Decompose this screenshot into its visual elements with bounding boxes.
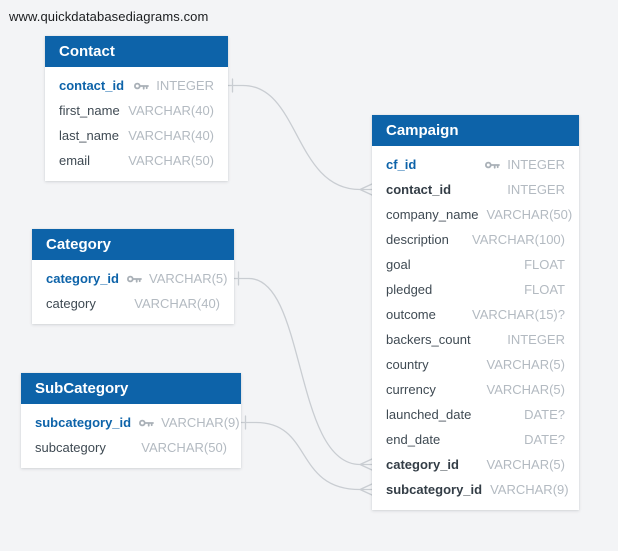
field-row: country VARCHAR(5) — [372, 352, 579, 377]
relationship-line — [240, 415, 373, 496]
field-type: VARCHAR(100) — [472, 232, 565, 247]
field-row: category_id VARCHAR(5) — [32, 266, 234, 291]
field-name: cf_id — [386, 157, 417, 172]
relationship-line — [227, 78, 373, 196]
key-icon — [126, 275, 142, 283]
field-type: VARCHAR(5) — [486, 457, 566, 472]
field-row: subcategory_id VARCHAR(9) — [372, 477, 579, 502]
field-type: FLOAT — [524, 282, 565, 297]
key-icon — [139, 419, 154, 427]
field-row: contact_id INTEGER — [45, 73, 228, 98]
field-type: INTEGER — [507, 332, 565, 347]
table-body: category_id VARCHAR(5) category VARCHAR(40) — [32, 260, 234, 324]
field-type: INTEGER — [156, 78, 214, 93]
field-name: subcategory — [35, 440, 106, 455]
field-name: currency — [386, 382, 436, 397]
relationship-line — [233, 271, 373, 471]
field-name: contact_id — [386, 182, 452, 197]
field-row: first_name VARCHAR(40) — [45, 98, 228, 123]
field-type: DATE? — [524, 407, 565, 422]
key-icon — [134, 82, 150, 90]
field-name: launched_date — [386, 407, 472, 422]
field-name: subcategory_id — [35, 415, 132, 430]
table-title: Campaign — [386, 122, 459, 139]
field-type: VARCHAR(40) — [128, 128, 214, 143]
field-name: outcome — [386, 307, 436, 322]
field-name: contact_id — [59, 78, 125, 93]
field-name: pledged — [386, 282, 433, 297]
field-row: category VARCHAR(40) — [32, 291, 234, 316]
field-name: company_name — [386, 207, 479, 222]
table-body: subcategory_id VARCHAR(9) subcategory VARCH… — [21, 404, 241, 468]
field-row: contact_id INTEGER — [372, 177, 579, 202]
field-name: category — [46, 296, 96, 311]
field-name: backers_count — [386, 332, 471, 347]
field-type: VARCHAR(50) — [486, 207, 573, 222]
table-header[interactable]: Category — [32, 229, 234, 260]
field-type: INTEGER — [507, 182, 565, 197]
field-type: INTEGER — [507, 157, 565, 172]
table-title: Category — [46, 236, 112, 253]
field-row: subcategory_id VARCHAR(9) — [21, 410, 241, 435]
field-row: last_name VARCHAR(40) — [45, 123, 228, 148]
field-type: FLOAT — [524, 257, 565, 272]
field-row: outcome VARCHAR(15)? — [372, 302, 579, 327]
field-type: VARCHAR(5) — [486, 382, 566, 397]
field-row: currency VARCHAR(5) — [372, 377, 579, 402]
field-type: VARCHAR(40) — [134, 296, 220, 311]
table-title: Contact — [59, 43, 115, 60]
field-type: VARCHAR(9) — [161, 415, 240, 430]
table-header[interactable]: Contact — [45, 36, 228, 67]
field-type: VARCHAR(40) — [128, 103, 214, 118]
field-name: country — [386, 357, 429, 372]
field-name: end_date — [386, 432, 441, 447]
table-header[interactable]: Campaign — [372, 115, 579, 146]
field-row: email VARCHAR(50) — [45, 148, 228, 173]
field-row: launched_date DATE? — [372, 402, 579, 427]
field-row: description VARCHAR(100) — [372, 227, 579, 252]
field-type: VARCHAR(5) — [148, 271, 228, 286]
key-icon — [485, 161, 501, 169]
field-row: cf_id INTEGER — [372, 152, 579, 177]
site-watermark[interactable]: www.quickdatabasediagrams.com — [9, 9, 209, 24]
field-type: VARCHAR(5) — [486, 357, 566, 372]
field-name: category_id — [386, 457, 459, 472]
field-row: category_id VARCHAR(5) — [372, 452, 579, 477]
table-title: SubCategory — [35, 380, 129, 397]
field-row: company_name VARCHAR(50) — [372, 202, 579, 227]
field-type: DATE? — [524, 432, 565, 447]
field-name: last_name — [59, 128, 119, 143]
field-name: subcategory_id — [386, 482, 483, 497]
table-category[interactable]: Category category_id VARCHAR(5) category VA… — [32, 229, 234, 324]
field-type: VARCHAR(50) — [128, 153, 214, 168]
field-type: VARCHAR(9) — [490, 482, 569, 497]
field-row: end_date DATE? — [372, 427, 579, 452]
field-name: description — [386, 232, 449, 247]
field-name: goal — [386, 257, 411, 272]
field-name: category_id — [46, 271, 119, 286]
field-row: subcategory VARCHAR(50) — [21, 435, 241, 460]
field-name: email — [59, 153, 91, 168]
field-row: backers_count INTEGER — [372, 327, 579, 352]
field-name: first_name — [59, 103, 120, 118]
field-row: pledged FLOAT — [372, 277, 579, 302]
field-type: VARCHAR(50) — [141, 440, 227, 455]
table-header[interactable]: SubCategory — [21, 373, 241, 404]
field-type: VARCHAR(15)? — [472, 307, 565, 322]
field-row: goal FLOAT — [372, 252, 579, 277]
